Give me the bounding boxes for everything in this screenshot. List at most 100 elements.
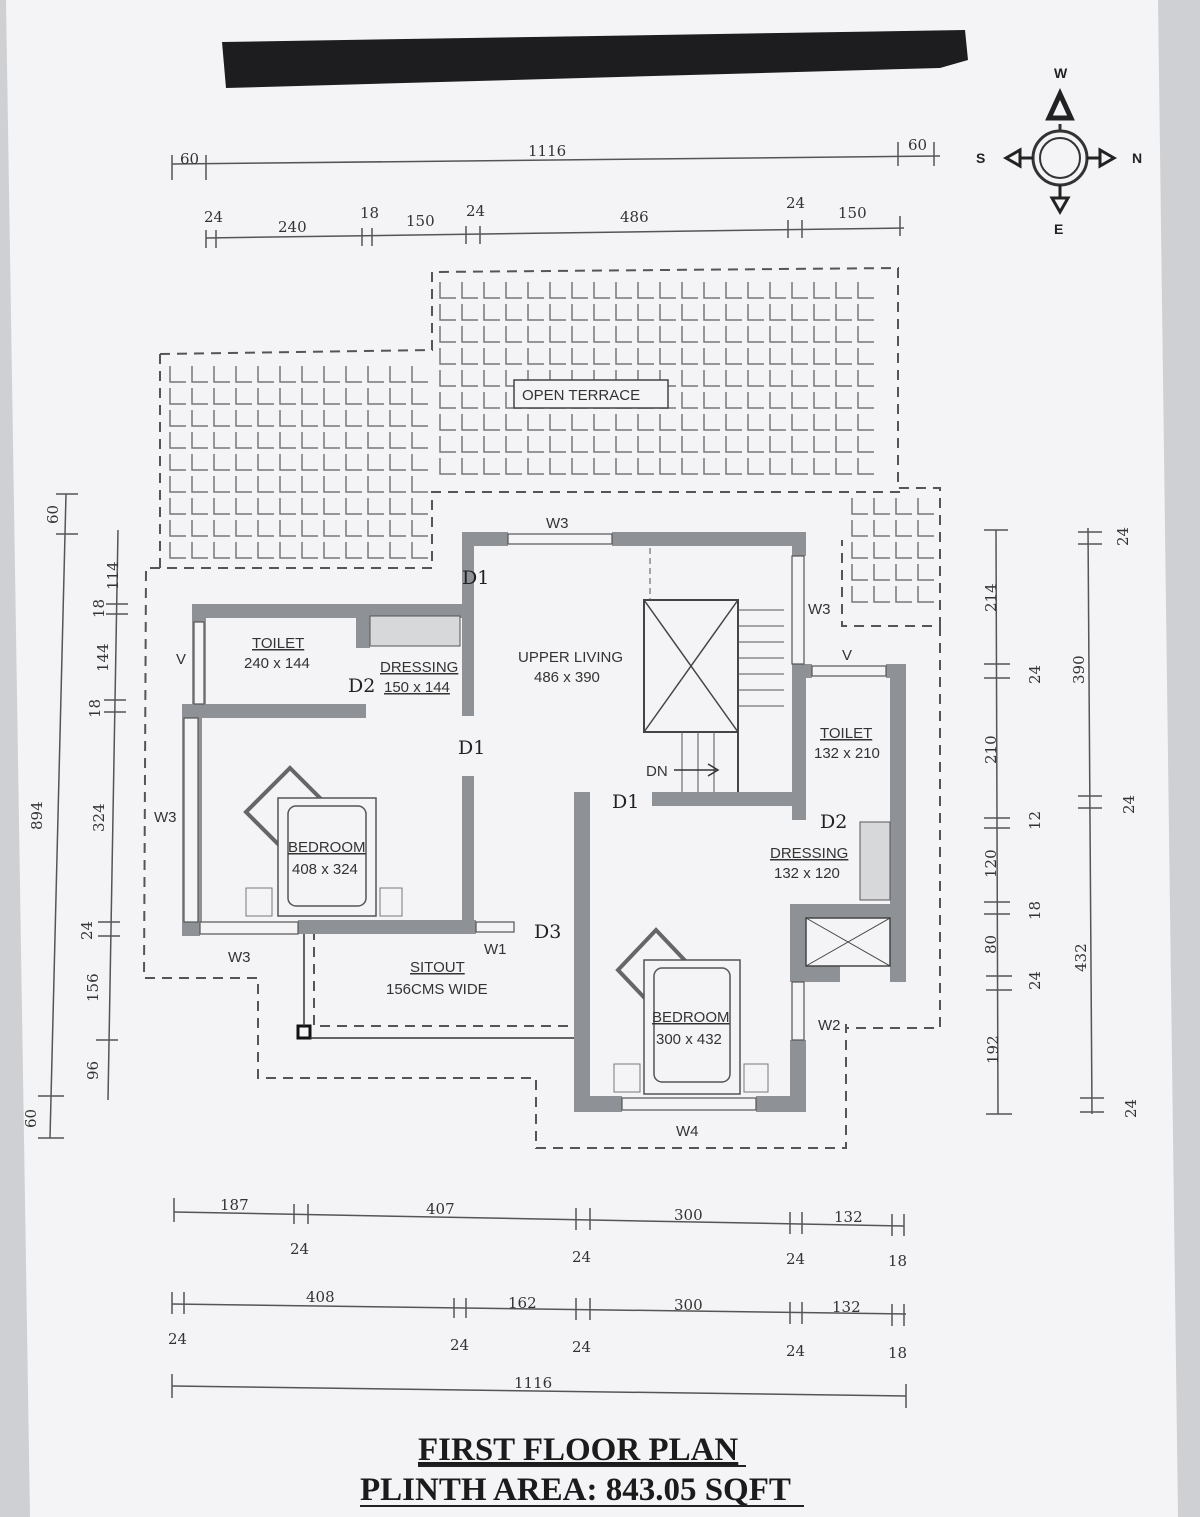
top-detail-dim-0: 24 — [204, 208, 223, 226]
door-d2-a: D2 — [348, 675, 375, 697]
plan-title: FIRST FLOOR PLAN — [418, 1432, 738, 1468]
window-w4: W4 — [676, 1123, 699, 1140]
right-inner-dim-1: 24 — [1026, 665, 1044, 684]
toilet1-name: TOILET — [252, 635, 304, 652]
bottom-row1-top-dim-0: 187 — [220, 1196, 249, 1214]
bottom-row2-top-dim-0: 408 — [306, 1288, 335, 1306]
stair-well: DN — [643, 548, 784, 792]
upper-living-size: 486 x 390 — [534, 669, 600, 686]
window-w3-right: W3 — [808, 601, 831, 618]
paper — [6, 0, 1178, 1517]
bottom-row1-bottom-dim-3: 18 — [888, 1252, 907, 1270]
left-detail-dim-4: 324 — [90, 803, 108, 832]
compass-icon: W S N E — [976, 65, 1142, 237]
plan-title-block: FIRST FLOOR PLAN PLINTH AREA: 843.05 SQF… — [360, 1432, 804, 1508]
open-terrace-label-box — [513, 379, 669, 409]
right-outer-dim-1: 390 — [1070, 655, 1088, 684]
opening-tags: D1 D1 D1 D2 D2 D3 W1 W2 W3 W3 W3 W3 W4 V… — [154, 515, 852, 1140]
top-detail-dim-5: 486 — [620, 208, 649, 226]
bottom-row2-top-dim-2: 300 — [674, 1296, 703, 1314]
open-terrace: OPEN TERRACE — [159, 266, 941, 627]
bottom-row2-bottom-dim-3: 24 — [786, 1342, 805, 1360]
door-d1-a: D1 — [462, 567, 489, 589]
bottom-row2-top-dim-1: 162 — [508, 1294, 537, 1312]
shaft — [805, 917, 891, 967]
toilet2-name: TOILET — [820, 725, 872, 742]
compass-west: W — [1054, 65, 1068, 81]
left-detail-dim-1: 18 — [90, 599, 108, 618]
sitout-name: SITOUT — [410, 959, 465, 976]
bottom-dimensions: 187 407 300 132 24 24 24 18 408 162 300 … — [168, 1196, 907, 1408]
top-detail-dim-3: 150 — [406, 212, 435, 230]
window-w1: W1 — [484, 941, 507, 958]
top-detail-dim-2: 18 — [360, 204, 379, 222]
windows — [183, 533, 887, 1111]
left-detail-dim-3: 18 — [86, 699, 104, 718]
left-detail-dim-6: 156 — [84, 973, 102, 1002]
bottom-row1-bottom-dim-1: 24 — [572, 1248, 591, 1266]
top-overall-dim-0: 60 — [180, 150, 199, 168]
right-inner-dim-2: 210 — [982, 735, 1000, 764]
left-detail-dim-5: 24 — [78, 921, 96, 940]
bottom-row2-bottom-dim-0: 24 — [168, 1330, 187, 1348]
right-inner-dim-7: 24 — [1026, 971, 1044, 990]
floor-outline — [142, 567, 941, 1149]
open-terrace-label: OPEN TERRACE — [522, 387, 640, 404]
plinth-area: PLINTH AREA: 843.05 SQFT — [360, 1472, 791, 1508]
top-detail-dim-6: 24 — [786, 194, 805, 212]
bottom-overall-dim: 1116 — [514, 1374, 552, 1392]
window-w2: W2 — [818, 1017, 841, 1034]
right-dimensions: 214 24 210 12 120 18 80 24 192 24 390 24… — [982, 527, 1140, 1118]
left-detail-dim-0: 114 — [104, 561, 122, 590]
left-overall-dim-0: 60 — [44, 505, 62, 524]
right-inner-dim-6: 80 — [982, 935, 1000, 954]
bottom-row2-bottom-dim-2: 24 — [572, 1338, 591, 1356]
bed-left — [243, 765, 403, 917]
sitout-size: 156CMS WIDE — [386, 981, 488, 998]
right-outer-dim-3: 432 — [1072, 943, 1090, 972]
bedroom2-size: 300 x 432 — [656, 1031, 722, 1048]
right-outer-dim-0: 24 — [1114, 527, 1132, 546]
bed-right — [613, 927, 769, 1095]
right-outer-dim-2: 24 — [1120, 795, 1138, 814]
top-detail-dim-1: 240 — [278, 218, 307, 236]
door-d3: D3 — [534, 921, 561, 943]
bottom-row2-bottom-dim-4: 18 — [888, 1344, 907, 1362]
dressing2-name: DRESSING — [770, 845, 848, 862]
bottom-row1-top-dim-2: 300 — [674, 1206, 703, 1224]
compass-south: S — [976, 150, 985, 166]
right-inner-dim-5: 18 — [1026, 901, 1044, 920]
top-overall-dim-2: 60 — [908, 136, 927, 154]
dressing2-size: 132 x 120 — [774, 865, 840, 882]
bottom-row1-top-dim-1: 407 — [426, 1200, 455, 1218]
bedroom1-size: 408 x 324 — [292, 861, 358, 878]
column-marker — [296, 1024, 312, 1040]
vent-v1: V — [176, 651, 186, 668]
bedroom1-name: BEDROOM — [288, 839, 366, 856]
vent-v2: V — [842, 647, 852, 664]
toilet1-size: 240 x 144 — [244, 655, 310, 672]
dressing1-size: 150 x 144 — [384, 679, 450, 696]
redacted-header — [222, 30, 968, 88]
compass-north: N — [1132, 150, 1142, 166]
toilet2-size: 132 x 210 — [814, 745, 880, 762]
left-overall-dim-2: 60 — [22, 1109, 40, 1128]
right-inner-dim-3: 12 — [1026, 811, 1044, 830]
door-d2-b: D2 — [820, 811, 847, 833]
left-detail-dim-2: 144 — [94, 643, 112, 672]
window-w3-left: W3 — [154, 809, 177, 826]
room-labels: TOILET 240 x 144 DRESSING 150 x 144 UPPE… — [244, 635, 880, 1048]
right-inner-dim-0: 214 — [982, 583, 1000, 612]
upper-living-name: UPPER LIVING — [518, 649, 623, 666]
walls — [182, 532, 906, 1112]
top-dimensions: 60 1116 60 24 240 18 150 24 486 24 150 — [171, 136, 941, 248]
right-inner-dim-8: 192 — [984, 1035, 1002, 1064]
right-outer-dim-4: 24 — [1122, 1099, 1140, 1118]
top-detail-dim-4: 24 — [466, 202, 485, 220]
bedroom2-name: BEDROOM — [652, 1009, 730, 1026]
bottom-row1-bottom-dim-0: 24 — [290, 1240, 309, 1258]
dressing1-name: DRESSING — [380, 659, 458, 676]
bottom-row1-top-dim-3: 132 — [834, 1208, 863, 1226]
door-d1-c: D1 — [612, 791, 639, 813]
